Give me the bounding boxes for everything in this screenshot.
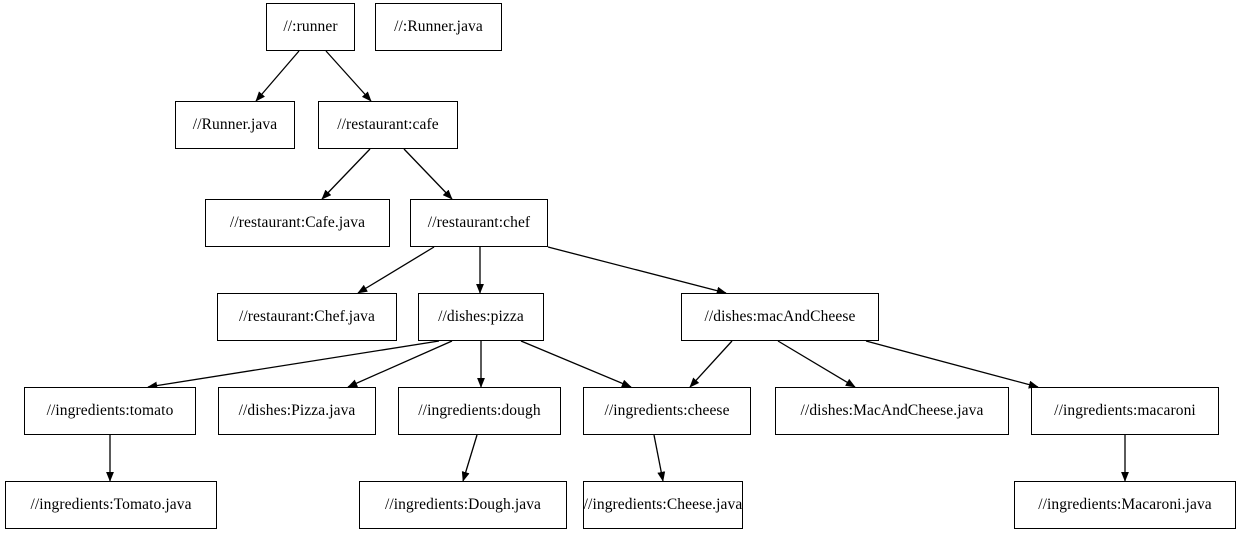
- graph-edge: [461, 434, 478, 482]
- graph-node-dishes_pizza_java[interactable]: //dishes:Pizza.java: [218, 387, 376, 435]
- graph-node-label: //ingredients:Dough.java: [384, 496, 542, 514]
- graph-node-dishes_pizza[interactable]: //dishes:pizza: [418, 293, 544, 341]
- graph-node-ingredients_cheese[interactable]: //ingredients:cheese: [583, 387, 751, 435]
- graph-edge: [147, 340, 440, 390]
- graph-node-label: //dishes:pizza: [438, 308, 524, 326]
- graph-node-label: //:runner: [283, 18, 338, 36]
- graph-node-restaurant_chef_java[interactable]: //restaurant:Chef.java: [217, 293, 397, 341]
- graph-node-label: //ingredients:macaroni: [1054, 402, 1196, 420]
- graph-node-label: //dishes:macAndCheese: [704, 308, 856, 326]
- graph-node-runner[interactable]: //:runner: [266, 3, 355, 51]
- graph-edge: [403, 148, 453, 200]
- graph-edge: [689, 340, 733, 388]
- graph-node-label: //restaurant:chef: [427, 214, 531, 232]
- graph-node-label: //restaurant:Chef.java: [238, 308, 376, 326]
- graph-node-dishes_macandcheese[interactable]: //dishes:macAndCheese: [681, 293, 879, 341]
- graph-node-label: //restaurant:cafe: [337, 116, 439, 134]
- graph-node-label: //ingredients:Macaroni.java: [1038, 496, 1212, 514]
- graph-edge: [325, 50, 372, 102]
- graph-node-ingredients_tomato_java[interactable]: //ingredients:Tomato.java: [5, 481, 217, 529]
- graph-edge: [520, 340, 632, 388]
- graph-node-restaurant_cafe_java[interactable]: //restaurant:Cafe.java: [205, 199, 390, 247]
- graph-node-label: //dishes:MacAndCheese.java: [800, 402, 984, 420]
- graph-node-runner_java[interactable]: //Runner.java: [175, 101, 295, 149]
- graph-node-label: //restaurant:Cafe.java: [229, 214, 366, 232]
- graph-node-label: //ingredients:dough: [418, 402, 541, 420]
- graph-node-ingredients_dough[interactable]: //ingredients:dough: [398, 387, 561, 435]
- graph-edge: [255, 50, 300, 102]
- graph-node-label: //ingredients:Tomato.java: [30, 496, 192, 514]
- graph-node-ingredients_cheese_java[interactable]: //ingredients:Cheese.java: [583, 481, 743, 529]
- graph-edge: [357, 246, 435, 294]
- graph-edge: [777, 340, 856, 388]
- graph-node-restaurant_chef[interactable]: //restaurant:chef: [410, 199, 548, 247]
- graph-node-ingredients_tomato[interactable]: //ingredients:tomato: [24, 387, 196, 435]
- graph-edge: [865, 340, 1039, 389]
- graph-node-ingredients_macaroni[interactable]: //ingredients:macaroni: [1031, 387, 1219, 435]
- graph-edge: [547, 246, 727, 295]
- graph-node-root_runner_java[interactable]: //:Runner.java: [375, 3, 502, 51]
- graph-node-label: //dishes:Pizza.java: [238, 402, 356, 420]
- graph-edge: [321, 148, 371, 200]
- graph-node-label: //ingredients:tomato: [46, 402, 174, 420]
- graph-edge: [653, 434, 666, 482]
- graph-node-restaurant_cafe[interactable]: //restaurant:cafe: [318, 101, 458, 149]
- graph-edge: [347, 340, 453, 388]
- graph-node-ingredients_macaroni_java[interactable]: //ingredients:Macaroni.java: [1014, 481, 1236, 529]
- graph-node-label: //Runner.java: [192, 116, 278, 134]
- graph-node-label: //ingredients:cheese: [604, 402, 730, 420]
- graph-node-label: //:Runner.java: [394, 18, 483, 36]
- graph-node-ingredients_dough_java[interactable]: //ingredients:Dough.java: [359, 481, 567, 529]
- graph-node-dishes_mac_java[interactable]: //dishes:MacAndCheese.java: [775, 387, 1009, 435]
- graph-node-label: //ingredients:Cheese.java: [583, 496, 743, 514]
